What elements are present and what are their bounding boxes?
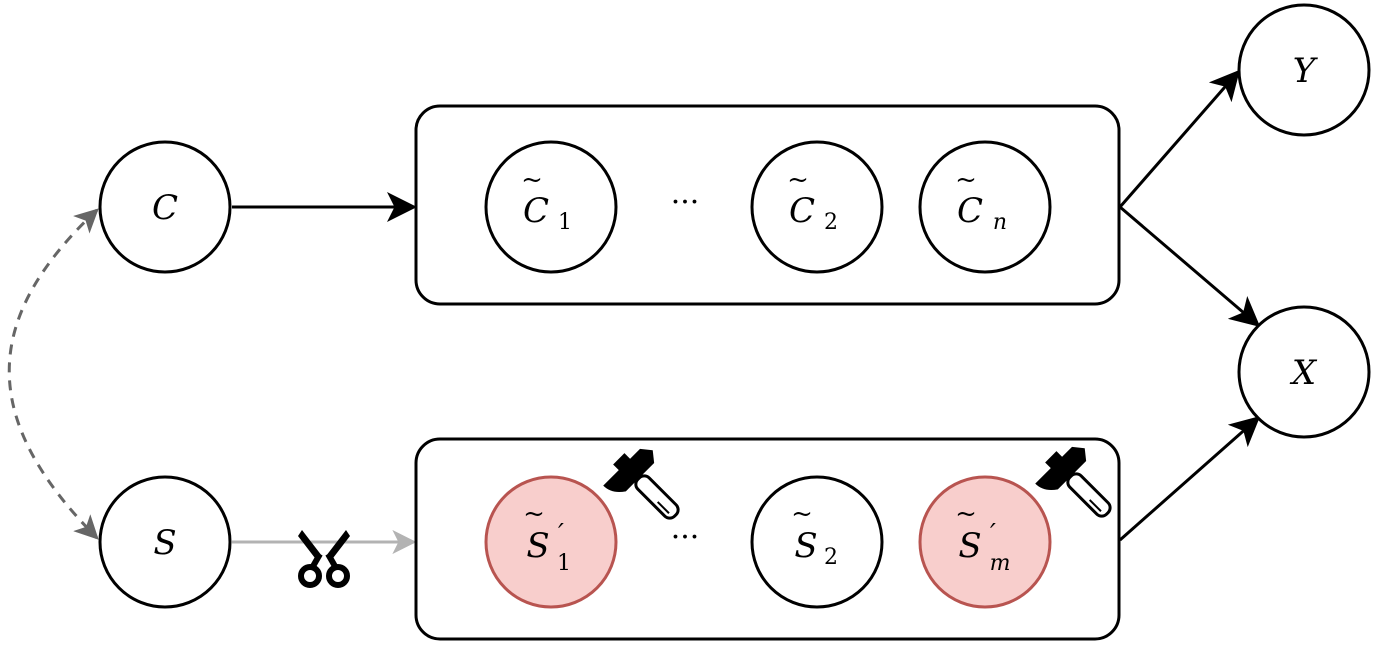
node-c-tilde-2: ~ C 2 (750, 140, 884, 274)
node-x-label: X (1289, 353, 1318, 393)
node-s-label: S (153, 523, 176, 563)
hammer-icon (1035, 446, 1112, 518)
edge-causal-box-to-y (1118, 69, 1240, 208)
svg-text:C: C (957, 191, 983, 231)
causal-ellipsis: ··· (671, 185, 700, 220)
svg-text:~: ~ (955, 499, 977, 529)
edge-spurious-box-to-x (1119, 416, 1261, 542)
node-x: X (1237, 305, 1371, 439)
scissors-icon (298, 530, 350, 588)
node-s-tilde-m-modified: ~ S ′ m (918, 475, 1052, 609)
causal-features-box: ~ C 1 ··· ~ C 2 ~ C n (414, 104, 1121, 306)
node-s-tilde-1-modified: ~ S ′ 1 (484, 475, 618, 609)
svg-text:~: ~ (521, 165, 543, 195)
node-c: C (98, 140, 232, 274)
node-s: S (98, 475, 232, 609)
hammer-icon (603, 448, 680, 520)
edge-causal-box-to-x (1119, 205, 1261, 327)
svg-text:C: C (523, 191, 549, 231)
svg-text:~: ~ (787, 165, 809, 195)
svg-text:′: ′ (558, 519, 564, 549)
svg-text:n: n (993, 210, 1007, 235)
svg-text:2: 2 (824, 210, 838, 235)
node-c-label: C (152, 188, 178, 228)
svg-text:1: 1 (557, 551, 571, 576)
svg-text:C: C (789, 191, 815, 231)
svg-text:~: ~ (955, 165, 977, 195)
svg-text:S: S (526, 526, 549, 566)
svg-text:S: S (794, 526, 817, 566)
svg-text:~: ~ (791, 499, 813, 529)
svg-text:~: ~ (523, 499, 545, 529)
node-y-label: Y (1293, 51, 1319, 91)
svg-text:S: S (958, 526, 981, 566)
spurious-ellipsis: ··· (671, 520, 700, 555)
node-y: Y (1237, 3, 1371, 137)
svg-text:m: m (990, 551, 1011, 576)
confounding-edge (7, 208, 99, 540)
node-s-tilde-2: ~ S 2 (750, 475, 884, 609)
svg-text:1: 1 (558, 210, 572, 235)
svg-text:2: 2 (824, 545, 838, 570)
svg-text:′: ′ (990, 519, 996, 549)
spurious-features-box: ~ S ′ 1 ··· ~ S 2 ~ S ′ m (414, 437, 1121, 641)
node-c-tilde-1: ~ C 1 (484, 140, 618, 274)
node-c-tilde-n: ~ C n (918, 140, 1052, 274)
